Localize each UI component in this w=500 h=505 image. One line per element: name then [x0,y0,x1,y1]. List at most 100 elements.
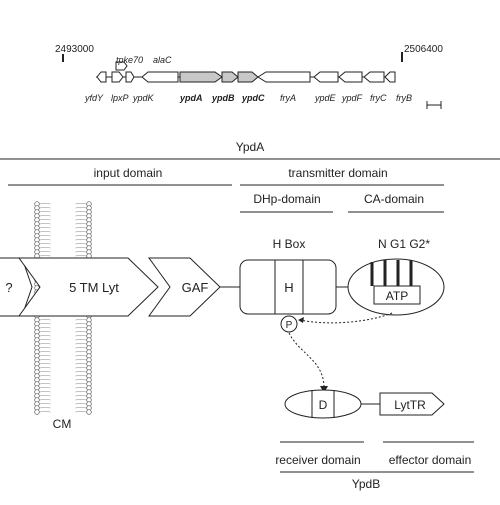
lipid-tail [75,219,87,221]
lipid-tail [39,215,51,217]
lipid-tail [39,375,51,377]
lipid-tail [39,255,51,257]
lipid-tail [75,211,87,213]
lipid-tail [39,211,51,213]
lipid-tail [39,219,51,221]
lipid-tail [75,355,87,357]
lipid-head-right [86,409,92,415]
phosphotransfer-arrowhead-2 [320,386,328,393]
atp-box [373,285,421,305]
lipid-tail [39,235,51,237]
lipid-tail [39,407,51,409]
gene-label-ypdE: ypdE [314,93,337,103]
lipid-tail [39,231,51,233]
lipid-tail [75,363,87,365]
gene-label-alaC: alaC [153,55,172,65]
genome-map: 2493000 2506400 tpke70 alaC yfdY lpxP yp… [55,44,443,109]
gene-ypdB [221,71,239,83]
lyttr-label: LytTR [394,398,426,412]
transmitter-domain-label: transmitter domain [288,166,387,180]
lipid-tail [39,343,51,345]
lipid-tail [75,251,87,253]
lipid-tail [75,239,87,241]
lipid-tail [39,399,51,401]
lipid-tail [75,411,87,413]
lipid-tail [75,327,87,329]
lipid-tail [39,387,51,389]
lipid-tail [75,391,87,393]
gaf-label: GAF [182,280,209,295]
lipid-tail [39,367,51,369]
lipid-tail [75,383,87,385]
lipid-tail [39,395,51,397]
lipid-tail [39,319,51,321]
lipid-tail [39,227,51,229]
aspartate-label: D [319,398,328,412]
h-box-label: H Box [273,237,306,251]
lipid-tail [75,387,87,389]
question-domain-shape [0,257,33,317]
receiver-ellipse [284,389,362,419]
lipid-tail [75,203,87,205]
membrane-label: CM [53,417,72,431]
dhp-box [239,259,337,315]
ypda-title: YpdA [236,140,264,154]
lipid-tail [39,391,51,393]
lipid-tail [39,383,51,385]
scale-bar [426,101,442,109]
lipid-head-left [34,409,40,415]
question-domain-label: ? [5,280,12,295]
lipid-tail [39,327,51,329]
lipid-tail [75,339,87,341]
lipid-tail [75,319,87,321]
lipid-tail [75,403,87,405]
input-domain-label: input domain [94,166,163,180]
lipid-tail [39,239,51,241]
gene-ypdF [338,71,363,83]
phosphotransfer-arrow-receiver [288,332,325,391]
tm-lyt-label: 5 TM Lyt [69,280,119,295]
lipid-tail [75,379,87,381]
lipid-tail [39,223,51,225]
gene-label-lpxP: lpxP [111,93,129,103]
dhp-domain-label: DHp-domain [253,192,320,206]
lipid-tail [75,235,87,237]
lipid-tail [75,367,87,369]
lipid-tail [75,395,87,397]
lipid-tail [39,203,51,205]
lipid-tail [39,411,51,413]
lipid-tail [75,247,87,249]
phosphate-circle [280,315,298,333]
phosphotransfer-arrow-atp [299,312,393,324]
lipid-tail [75,335,87,337]
gene-label-ypdF: ypdF [341,93,363,103]
lipid-tail [39,359,51,361]
gene-label-ypdA: ypdA [179,93,203,103]
lipid-tail [39,403,51,405]
gene-fryB [384,71,396,83]
lipid-tail [75,231,87,233]
motif-labels: N G1 G2* [378,237,430,251]
lipid-tail [75,331,87,333]
histidine-label: H [284,280,293,295]
lipid-tail [75,347,87,349]
lipid-tail [75,215,87,217]
tm-lyt-domain [18,257,159,317]
lipid-tail [75,351,87,353]
gene-label-fryA: fryA [280,93,296,103]
phosphotransfer-arrowhead-1 [298,317,304,323]
lipid-tail [75,243,87,245]
gene-label-yfdY: yfdY [84,93,104,103]
gene-ypdE [313,71,339,83]
lipid-tail [75,407,87,409]
gene-fryC [363,71,385,83]
lipid-tail [75,375,87,377]
lipid-tail [75,359,87,361]
lipid-tail [75,343,87,345]
lipid-tail [39,371,51,373]
gene-label-fryB: fryB [396,93,412,103]
phosphate-label: P [286,320,293,331]
lyttr-domain [379,392,445,416]
